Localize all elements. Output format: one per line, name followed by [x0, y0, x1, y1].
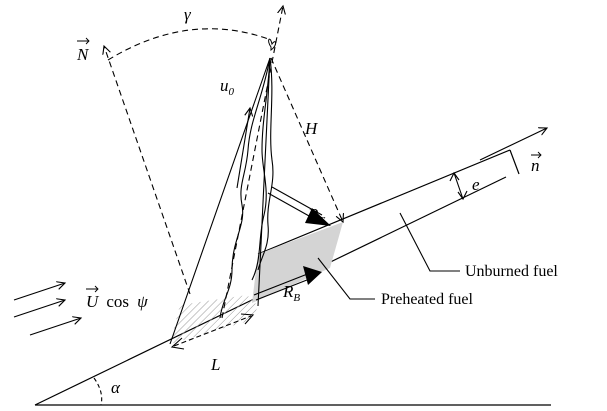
rb-sub: B	[293, 292, 300, 304]
preheated-fuel-label: Preheated fuel	[381, 291, 474, 308]
rb-arrow-head	[303, 266, 322, 285]
unburned-leader	[399, 212, 460, 272]
u0-main: u	[220, 76, 229, 95]
u0-arrow	[236, 108, 250, 189]
wind-arrow-3	[29, 318, 81, 336]
wind-cos: cos	[106, 292, 129, 311]
height-H-line	[270, 57, 343, 222]
normal-N-line	[104, 46, 191, 295]
wind-label: U cos ψ	[86, 292, 148, 311]
flame-contour-mid	[251, 57, 271, 281]
flame-tip	[268, 38, 277, 51]
preheated-leader	[317, 257, 375, 300]
length-L-head-right	[240, 313, 255, 325]
length-L-head-left	[170, 337, 185, 350]
flame-axis	[221, 6, 283, 319]
thickness-e-head-bottom	[457, 190, 468, 201]
rb-arrow-line-2	[253, 272, 311, 296]
u0-sub: 0	[229, 86, 235, 98]
height-H-label: H	[304, 119, 319, 138]
slope-alpha-label: α	[111, 378, 121, 397]
gamma-arc	[107, 28, 272, 61]
thickness-e-head-top	[449, 171, 460, 182]
normal-n-arrow	[479, 128, 547, 161]
rb-arrow-line-1	[255, 277, 313, 301]
thickness-e-line	[453, 172, 464, 200]
u0-label: u0	[220, 76, 235, 98]
wind-arrow-1	[13, 283, 65, 301]
unburned-fuel-label: Unburned fuel	[465, 263, 558, 280]
normal-n-label: n	[531, 156, 540, 175]
rf-arrow-head	[305, 208, 331, 226]
thickness-e-label: e	[472, 175, 480, 194]
rate-RB-label: RB	[282, 282, 300, 304]
flame-contour-left	[219, 57, 271, 319]
rf-main: R	[307, 205, 319, 224]
alpha-arc	[93, 377, 103, 406]
normal-N-label: N	[76, 45, 90, 64]
preheated-fuel-region	[252, 222, 343, 303]
wind-arrow-2	[13, 300, 65, 318]
gamma-label: γ	[184, 5, 192, 24]
rate-RF-label: RF	[307, 205, 325, 227]
flame-contour-right	[257, 57, 274, 271]
fuel-bed-end	[509, 149, 520, 175]
wind-U-vector-mark	[86, 285, 99, 293]
wind-U: U	[86, 292, 100, 311]
wind-psi: ψ	[137, 292, 148, 311]
normal-n-vector-mark	[531, 151, 542, 159]
length-L-label: L	[210, 355, 220, 374]
normal-N-vector-mark	[77, 37, 90, 45]
fuel-bed-top	[257, 149, 511, 255]
rb-main: R	[282, 282, 294, 301]
burning-zone-hatch	[170, 295, 258, 344]
rf-sub: F	[317, 215, 325, 227]
length-L-line	[173, 315, 252, 347]
